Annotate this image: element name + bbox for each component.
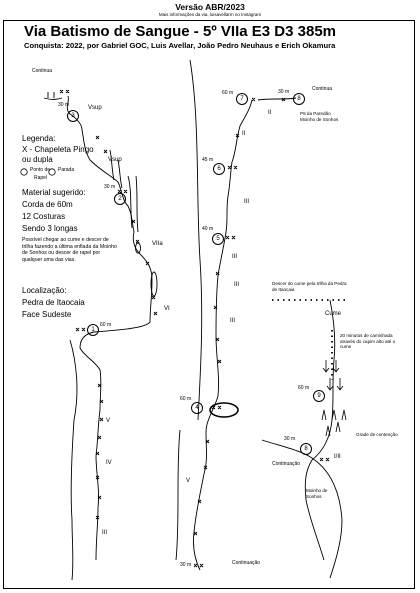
right-len-9: 60 m [298, 385, 310, 391]
left-dihedral [109, 149, 123, 189]
mid-len-8: 30 m [278, 89, 290, 95]
mid-grade-iii-b: III [232, 254, 238, 260]
mid-len-6: 45 m [202, 157, 214, 163]
stop-legend-icon [48, 168, 56, 176]
location-2: Face Sudeste [22, 310, 72, 319]
belay-8b-circle: 8 [300, 443, 312, 455]
middle-route-line [193, 99, 253, 571]
belay-3-circle: 3 [67, 110, 79, 122]
mid-len-7: 60 m [222, 90, 234, 96]
belay-4-circle: 4 [191, 402, 203, 414]
left-flake-small [135, 242, 141, 254]
belay-6-circle: 6 [213, 163, 225, 175]
mid-p8-note: P8 da Paredão Moinho de Sonhos [300, 111, 339, 122]
left-vsup-1: Vsup [88, 105, 102, 111]
left-wall-outline [43, 92, 63, 100]
left-vsup-2: Vsup [108, 157, 122, 163]
mid-grade-v: V [186, 478, 191, 484]
info-label: Mais informações da via, luisavellarm no… [158, 12, 262, 17]
mid-grade-iii-d: III [230, 318, 236, 324]
left-crack-outline [69, 339, 78, 581]
legend-bolt: X - Chapeleta Pingo [22, 145, 94, 154]
belay-8-circle: 8 [293, 93, 305, 105]
mid-continuacao: Continuação [232, 560, 261, 566]
mid-grade-ii: II [268, 110, 272, 116]
mid-len-5: 40 m [202, 226, 214, 232]
location-heading: Localização: [22, 286, 67, 295]
mid-continua: Continua [312, 86, 333, 92]
mid-grade-iii-a: III [244, 199, 250, 205]
belay-9-circle: 9 [313, 390, 325, 402]
left-grade-vi: VI [164, 306, 170, 312]
left-route-line [66, 95, 153, 561]
vegetation-marks [321, 360, 347, 437]
belay-7-circle: 7 [236, 93, 248, 105]
route-subtitle: Conquista: 2022, por Gabriel GOC, Luis A… [24, 41, 336, 50]
page-frame [3, 20, 415, 589]
mid-len-bottom: 30 m [180, 562, 192, 568]
right-path [304, 299, 336, 561]
left-grade-iv: IV [106, 460, 112, 466]
left-len-3: 30 m [58, 102, 70, 108]
legend-stop: Parada [58, 167, 75, 173]
right-moinho: Moinho de Sonhos [306, 488, 328, 499]
left-grade-iii: III [102, 530, 108, 536]
right-continuacao: Continuação [272, 461, 301, 467]
material-2: 12 Costuras [22, 212, 66, 221]
middle-top-path [257, 97, 297, 101]
location-1: Pedra de Itaocaia [22, 298, 85, 307]
right-outline [261, 439, 343, 579]
mid-len-4: 60 m [180, 396, 192, 402]
belay-5-circle: 5 [212, 233, 224, 245]
rappel-legend-icon [20, 168, 28, 176]
route-title: Via Batismo de Sangue - 5º VIIa E3 D3 38… [24, 23, 336, 40]
descent-note: Possível chegar ao cume e descer de tril… [22, 237, 117, 263]
left-continua-label: Continua [32, 68, 53, 74]
belay-2-circle: 2 [114, 193, 126, 205]
right-descer-note: Descer do cume pela trilha da Pedra de I… [272, 281, 347, 292]
legend-bolt-2: ou dupla [22, 155, 53, 164]
material-heading: Material sugerido: [22, 188, 86, 197]
right-len-8: 30 m [284, 436, 296, 442]
legend-belay: Ponto de [30, 167, 51, 173]
version-label: Versão ABR/2023 [175, 2, 245, 12]
middle-outline [175, 59, 203, 561]
right-grade-contencao: Grade de contenção [356, 432, 398, 437]
left-flake [150, 271, 158, 297]
right-walk-note: 20 minutos de caminhada através do capim… [340, 333, 396, 350]
mid-grade-ii-b: II [242, 131, 246, 137]
legend-rappel: Rapel [34, 175, 48, 181]
right-cume: Cume [325, 311, 342, 317]
belay-1-circle: 1 [87, 324, 99, 336]
right-grade-i-ii: I/II [334, 454, 341, 460]
legend-heading: Legenda: [22, 134, 56, 143]
left-grade-viia: VIIa [152, 241, 163, 247]
middle-boulder [209, 402, 239, 418]
material-3: Sendo 3 longas [22, 224, 78, 233]
left-chimney [127, 175, 139, 233]
mid-grade-iii-c: III [234, 282, 240, 288]
bolt-markers [59, 89, 330, 568]
left-len-2: 30 m [104, 184, 116, 190]
material-1: Corda de 60m [22, 200, 73, 209]
left-len-1: 60 m [100, 322, 112, 328]
left-grade-v: V [106, 418, 111, 424]
